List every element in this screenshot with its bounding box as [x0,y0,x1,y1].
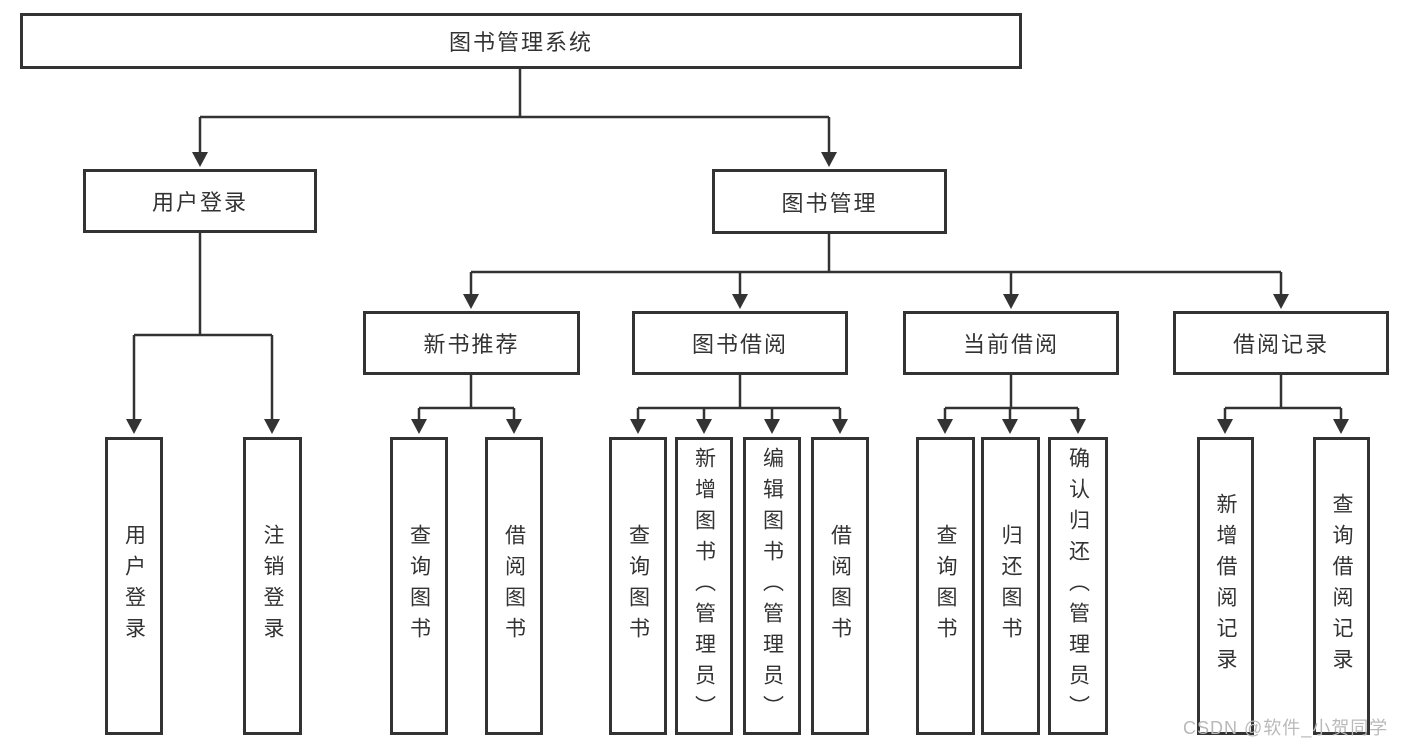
node-leaf-cb-return-books: 归还图书 [981,437,1040,735]
node-leaf-logout: 注销登录 [243,437,302,735]
node-leaf-bb-add-books-admin: 新增图书（管理员） [675,437,733,735]
node-leaf-cb-return-books-label: 归还图书 [999,524,1022,648]
connector-book-mgmt-branch [463,234,1289,309]
connector-borrow-records-branch [1217,375,1349,434]
connector-user-login-branch [126,232,280,434]
node-current-borrow: 当前借阅 [903,311,1119,375]
connector-root [192,69,837,167]
node-book-mgmt-branch-label: 图书管理 [781,190,878,216]
node-leaf-br-query-record-label: 查询借阅记录 [1330,493,1353,679]
node-leaf-user-login-label: 用户登录 [122,524,146,648]
node-leaf-cb-confirm-return-admin: 确认归还（管理员） [1048,437,1108,735]
node-leaf-nb-borrow-books: 借阅图书 [485,437,543,735]
node-book-borrow: 图书借阅 [632,311,848,375]
node-leaf-bb-edit-books-admin: 编辑图书（管理员） [743,437,801,735]
node-user-login-branch-label: 用户登录 [151,190,248,215]
node-leaf-br-query-record: 查询借阅记录 [1313,437,1370,735]
node-leaf-bb-query-books-label: 查询图书 [626,524,650,648]
node-leaf-nb-query-books-label: 查询图书 [407,524,431,648]
node-leaf-br-add-record: 新增借阅记录 [1197,437,1254,735]
node-leaf-nb-borrow-books-label: 借阅图书 [502,524,526,648]
node-leaf-br-add-record-label: 新增借阅记录 [1214,493,1237,679]
connector-book-borrow-branch [630,375,848,434]
connector-current-borrow-branch [937,375,1086,434]
node-leaf-bb-borrow-books-label: 借阅图书 [828,524,852,648]
node-new-books-label: 新书推荐 [423,332,520,357]
node-user-login-branch: 用户登录 [83,169,317,233]
node-leaf-cb-query-books: 查询图书 [916,437,975,735]
node-leaf-bb-add-books-admin-label: 新增图书（管理员） [692,446,716,726]
node-new-books: 新书推荐 [363,311,580,375]
node-borrow-records-label: 借阅记录 [1232,332,1329,357]
csdn-watermark: CSDN @软件_小贺同学 [1183,718,1389,738]
connector-new-books-branch [411,375,522,434]
node-book-borrow-label: 图书借阅 [691,332,788,357]
node-leaf-nb-query-books: 查询图书 [390,437,448,735]
node-leaf-bb-query-books: 查询图书 [609,437,667,735]
node-leaf-cb-confirm-return-admin-label: 确认归还（管理员） [1066,446,1090,726]
node-root-label: 图书管理系统 [448,30,593,55]
node-leaf-bb-edit-books-admin-label: 编辑图书（管理员） [760,446,784,726]
node-leaf-logout-label: 注销登录 [261,524,284,648]
node-borrow-records: 借阅记录 [1173,311,1389,375]
node-leaf-cb-query-books-label: 查询图书 [934,524,957,648]
node-leaf-bb-borrow-books: 借阅图书 [811,437,869,735]
node-root: 图书管理系统 [20,13,1022,69]
node-leaf-user-login: 用户登录 [105,437,163,735]
node-book-mgmt-branch: 图书管理 [712,169,947,234]
node-current-borrow-label: 当前借阅 [962,332,1059,357]
